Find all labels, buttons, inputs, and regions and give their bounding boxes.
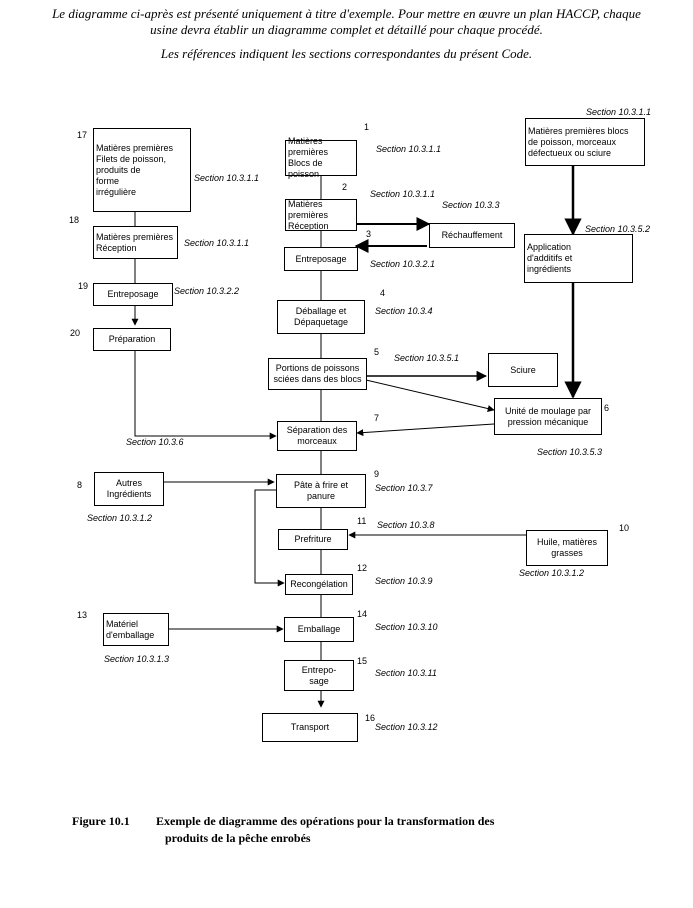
step-number-7: 7 bbox=[374, 413, 380, 423]
box-step-18: Matières premières Réception bbox=[93, 226, 178, 259]
box-step-11-label: Prefriture bbox=[294, 534, 332, 544]
section-ref-10: Section 10.3.1.2 bbox=[519, 568, 585, 578]
figure-label: Figure 10.1 bbox=[72, 814, 130, 828]
box-step-1: Matières premières Blocs de poisson bbox=[285, 136, 357, 179]
box-step-19: Entreposage bbox=[93, 283, 173, 306]
box-step-3: Entreposage bbox=[284, 247, 358, 271]
section-ref-15: Section 10.3.11 bbox=[375, 668, 437, 678]
box-sciure: Sciure bbox=[488, 353, 558, 387]
section-ref-13: Section 10.3.1.3 bbox=[104, 654, 170, 664]
box-additifs: Application d'additifs et ingrédients bbox=[524, 234, 633, 283]
box-step-5-label: Portions de poissons sciées dans des blo… bbox=[273, 363, 362, 384]
section-ref-additifs: Section 10.3.5.2 bbox=[585, 224, 651, 234]
step-number-13: 13 bbox=[77, 610, 88, 620]
step-number-12: 12 bbox=[357, 563, 368, 573]
box-step-10-label: Huile, matières grasses bbox=[536, 537, 598, 558]
box-step-7: Séparation des morceaux bbox=[277, 421, 357, 451]
box-step-4: Déballage et Dépaquetage bbox=[277, 300, 365, 334]
box-step-6: Unité de moulage par pression mécanique bbox=[494, 398, 602, 435]
box-step-2-label: Matières premières Réception bbox=[288, 198, 329, 231]
box-step-20-label: Préparation bbox=[108, 334, 156, 344]
step-number-14: 14 bbox=[357, 609, 368, 619]
figure-caption-line-2: produits de la pêche enrobés bbox=[165, 831, 311, 845]
box-step-12-label: Recongélation bbox=[290, 579, 348, 589]
box-raw-blocks: Matières premières blocs de poisson, mor… bbox=[525, 118, 645, 166]
step-number-10: 10 bbox=[619, 523, 630, 533]
box-step-17: Matières premières Filets de poisson, pr… bbox=[93, 128, 191, 212]
box-step-15-label: Entrepo- sage bbox=[301, 664, 337, 686]
section-ref-19: Section 10.3.2.2 bbox=[174, 286, 240, 296]
step-number-19: 19 bbox=[78, 281, 89, 291]
box-step-9: Pâte à frire et panure bbox=[276, 474, 366, 508]
box-step-9-label: Pâte à frire et panure bbox=[293, 480, 349, 501]
box-step-8-label: Autres Ingrédients bbox=[106, 478, 152, 499]
step-number-4: 4 bbox=[380, 288, 386, 298]
step-number-2: 2 bbox=[342, 182, 348, 192]
section-ref-5: Section 10.3.5.1 bbox=[394, 353, 460, 363]
section-ref-rechauffement: Section 10.3.3 bbox=[442, 200, 500, 210]
box-step-14-label: Emballage bbox=[297, 624, 341, 634]
box-step-7-label: Séparation des morceaux bbox=[286, 425, 348, 446]
box-step-1-label: Matières premières Blocs de poisson bbox=[288, 136, 329, 179]
section-ref-8: Section 10.3.1.2 bbox=[87, 513, 153, 523]
section-ref-11: Section 10.3.8 bbox=[377, 520, 435, 530]
section-ref-6: Section 10.3.5.3 bbox=[537, 447, 603, 457]
step-number-11: 11 bbox=[357, 516, 367, 526]
section-ref-3: Section 10.3.2.1 bbox=[370, 259, 436, 269]
section-ref-separation-path: Section 10.3.6 bbox=[126, 437, 184, 447]
section-ref-18: Section 10.3.1.1 bbox=[184, 238, 250, 248]
box-step-12: Recongélation bbox=[285, 574, 353, 595]
box-step-15: Entrepo- sage bbox=[284, 660, 354, 691]
box-step-17-label: Matières premières Filets de poisson, pr… bbox=[96, 142, 174, 197]
box-rechauffement: Réchauffement bbox=[429, 223, 515, 248]
step-number-5: 5 bbox=[374, 347, 380, 357]
box-step-11: Prefriture bbox=[278, 529, 348, 550]
step-number-3: 3 bbox=[366, 229, 372, 239]
section-ref-14: Section 10.3.10 bbox=[375, 622, 438, 632]
step-number-1: 1 bbox=[364, 122, 370, 132]
box-step-18-label: Matières premières Réception bbox=[96, 231, 174, 253]
section-ref-raw-blocks: Section 10.3.1.1 bbox=[586, 107, 652, 117]
step-number-18: 18 bbox=[69, 215, 80, 225]
box-sciure-label: Sciure bbox=[510, 364, 536, 375]
box-rechauffement-label: Réchauffement bbox=[441, 230, 503, 240]
intro-line-3: Les références indiquent les sections co… bbox=[160, 46, 533, 61]
box-step-16: Transport bbox=[262, 713, 358, 742]
box-step-13-label: Matériel d'emballage bbox=[106, 618, 155, 640]
intro-line-1: Le diagramme ci-après est présenté uniqu… bbox=[52, 6, 641, 21]
box-step-2: Matières premières Réception bbox=[285, 199, 357, 231]
section-ref-1: Section 10.3.1.1 bbox=[376, 144, 442, 154]
box-step-14: Emballage bbox=[284, 617, 354, 642]
box-step-8: Autres Ingrédients bbox=[94, 472, 164, 506]
intro-line-2: usine devra établir un diagramme complet… bbox=[150, 22, 543, 37]
section-ref-9: Section 10.3.7 bbox=[375, 483, 433, 493]
box-step-19-label: Entreposage bbox=[107, 289, 159, 299]
section-ref-17: Section 10.3.1.1 bbox=[194, 173, 260, 183]
step-number-20: 20 bbox=[70, 328, 81, 338]
box-raw-blocks-label: Matières premières blocs de poisson, mor… bbox=[528, 125, 629, 158]
box-step-3-label: Entreposage bbox=[295, 253, 347, 264]
section-ref-2: Section 10.3.1.1 bbox=[370, 189, 436, 199]
box-step-16-label: Transport bbox=[290, 722, 330, 732]
step-number-17: 17 bbox=[77, 130, 88, 140]
box-step-20: Préparation bbox=[93, 328, 171, 351]
box-step-13: Matériel d'emballage bbox=[103, 613, 169, 646]
box-step-5: Portions de poissons sciées dans des blo… bbox=[268, 358, 367, 390]
figure-caption-line-1: Exemple de diagramme des opérations pour… bbox=[156, 814, 495, 828]
step-number-16: 16 bbox=[365, 713, 376, 723]
step-number-6: 6 bbox=[604, 403, 610, 413]
box-additifs-label: Application d'additifs et ingrédients bbox=[527, 242, 573, 274]
box-step-6-label: Unité de moulage par pression mécanique bbox=[504, 405, 592, 427]
step-number-15: 15 bbox=[357, 656, 368, 666]
section-ref-12: Section 10.3.9 bbox=[375, 576, 433, 586]
section-ref-4: Section 10.3.4 bbox=[375, 306, 433, 316]
section-ref-16: Section 10.3.12 bbox=[375, 722, 438, 732]
step-number-8: 8 bbox=[77, 480, 83, 490]
box-step-10: Huile, matières grasses bbox=[526, 530, 608, 566]
box-step-4-label: Déballage et Dépaquetage bbox=[293, 306, 349, 327]
step-number-9: 9 bbox=[374, 469, 380, 479]
